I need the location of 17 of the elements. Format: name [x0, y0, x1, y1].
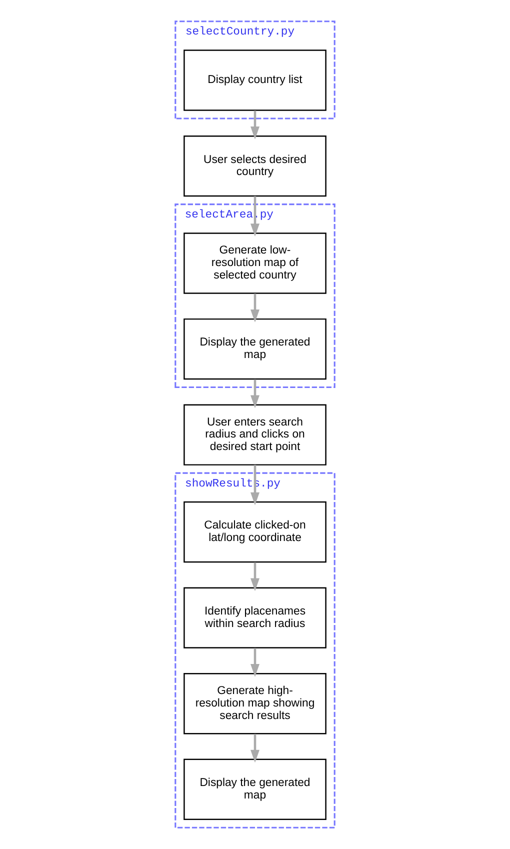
- arrow: [250, 294, 260, 322]
- arrow: [250, 464, 260, 506]
- node-box: User enters search radius and clicks on desired start point: [184, 404, 326, 466]
- node-box: Calculate clicked-on lat/long coordinate: [184, 501, 326, 563]
- arrow: [250, 196, 260, 236]
- node-box: Generate low-resolution map of selected country: [184, 232, 326, 294]
- arrow: [250, 734, 260, 763]
- node-box: User selects desired country: [184, 135, 326, 197]
- node-box: Generate high-resolution map showing search results: [184, 673, 326, 734]
- arrow: [250, 562, 260, 592]
- node-box: Display country list: [184, 50, 326, 111]
- node-box: Display the generated map: [184, 758, 326, 820]
- node-box: Display the generated map: [184, 318, 326, 380]
- node-box: Identify placenames within search radius: [184, 587, 326, 648]
- arrow: [250, 648, 260, 677]
- arrow: [250, 110, 260, 140]
- arrow: [250, 379, 260, 408]
